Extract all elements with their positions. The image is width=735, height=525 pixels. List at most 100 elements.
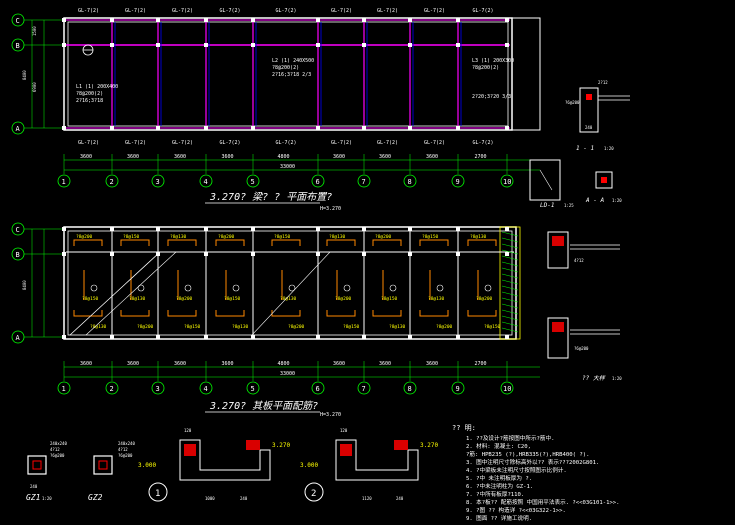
section11-title: 1 - 1 (576, 145, 594, 152)
note-line: 8. 本?板?? 配筋按照 中国用平法表示. ?<<03G101-1>>. (466, 498, 620, 506)
plan1-column (204, 43, 208, 47)
svg-text:8400: 8400 (22, 70, 27, 80)
plan1-beam-bottom-label: GL-7(2) (424, 140, 445, 146)
note-line: 5. ?中 未注明板厚为 ?. (466, 474, 532, 482)
dim-span-label: 4800 (278, 154, 290, 160)
rebar-label: ?8@150 (381, 296, 398, 302)
plan1-column (156, 18, 160, 22)
plan1-beam-top-label: GL-7(2) (473, 8, 494, 14)
svg-text:120: 120 (184, 428, 192, 433)
plan2-column (362, 252, 366, 256)
rebar-bottom (326, 310, 356, 317)
rebar-bottom (419, 310, 449, 317)
note-line: 7. ?中所有板厚?110. (466, 490, 524, 498)
plan1-column (362, 126, 366, 130)
rebar-label: ?8@130 (232, 324, 249, 330)
rebar-label: ?8@130 (470, 234, 487, 240)
plan1-column (110, 18, 114, 22)
axis-number: 8 (408, 178, 412, 186)
plan1-column (251, 18, 255, 22)
plan2-column (362, 335, 366, 339)
rebar-bottom (271, 310, 301, 317)
detail-1: 1 3.000 3.270 1000 120 240 (138, 428, 290, 502)
svg-text:240: 240 (396, 496, 404, 501)
plan1-column (505, 18, 509, 22)
column-gz2: GZ2 240x240 4?12 ?6@200 (88, 441, 135, 502)
plan2-subtitle: H=3.270 (320, 412, 341, 418)
plan2-title: 3.270? 其板平面配筋? (209, 400, 318, 412)
plan1-beam-bottom-label: GL-7(2) (78, 140, 99, 146)
svg-text:1:25: 1:25 (564, 203, 574, 208)
plan2-column (456, 335, 460, 339)
plan1-note-l2b: ?8@200(2) (272, 65, 299, 71)
plan1-beam-bottom-label: GL-7(2) (473, 140, 494, 146)
axis-number: 10 (503, 385, 511, 393)
plan1-column (408, 43, 412, 47)
dim-span-label: 3600 (80, 361, 92, 367)
plan2-column (62, 335, 66, 339)
rebar-label: ?8@130 (170, 234, 187, 240)
plan2-column (456, 227, 460, 231)
svg-text:3.000: 3.000 (138, 462, 156, 469)
rebar-label: ?8@150 (274, 234, 291, 240)
svg-text:4?12: 4?12 (118, 447, 128, 452)
plan2-column (110, 227, 114, 231)
rebar-label: ?8@200 (288, 324, 305, 330)
axis-bubble-number (403, 381, 417, 395)
axis-letter: A (16, 334, 21, 342)
rebar-top (271, 239, 301, 246)
svg-text:1500: 1500 (32, 26, 37, 36)
rebar-label: ?8@200 (76, 234, 93, 240)
rebar-label: ?8@150 (343, 324, 360, 330)
rebar-bottom (467, 310, 497, 317)
plan2-column (251, 335, 255, 339)
axis-bubble-number (105, 381, 119, 395)
svg-text:3.270: 3.270 (272, 442, 290, 449)
rebar-top (419, 239, 449, 246)
plan1-column (62, 126, 66, 130)
plan1-inner-wall (67, 21, 509, 127)
axis-number: 3 (156, 385, 160, 393)
dim-span-label: 3600 (222, 154, 234, 160)
plan1-column (251, 126, 255, 130)
plan1-column (204, 126, 208, 130)
rebar-bottom (120, 310, 150, 317)
axis-number: 1 (62, 385, 66, 393)
plan1-column (110, 43, 114, 47)
rebar-label: ?8@130 (129, 296, 146, 302)
dim-span-label: 3600 (174, 361, 186, 367)
plan2-column (316, 335, 320, 339)
axis-bubble-number (199, 174, 213, 188)
rebar-bottom (215, 310, 245, 317)
rebar-label: ?8@150 (224, 296, 241, 302)
rebar-label: ?8@150 (422, 234, 439, 240)
axis-number: 9 (456, 385, 460, 393)
plan1-column (456, 18, 460, 22)
note-line: 3. 图中注明尺寸除标高外以?? 表示???2002G801. (466, 458, 599, 466)
dim-span-label: 3600 (127, 154, 139, 160)
rebar-label: ?8@130 (428, 296, 445, 302)
plan1-beam-bottom-label: GL-7(2) (172, 140, 193, 146)
plan1-column (316, 126, 320, 130)
axis-letter: C (16, 17, 20, 25)
plan2-column (62, 227, 66, 231)
plan1-beam-bottom-label: GL-7(2) (276, 140, 297, 146)
rebar-label: ?8@130 (329, 234, 346, 240)
axis-bubble-number (151, 174, 165, 188)
rebar-label: ?8@150 (82, 296, 99, 302)
rebar-label: ?8@150 (123, 234, 140, 240)
plan-1-beam-layout: GL-7(2) GL-7(2) GL-7(2) GL-7(2) GL-7(2) GL-7(… (62, 8, 541, 212)
axis-number: 3 (156, 178, 160, 186)
rebar-label: ?8@200 (476, 296, 493, 302)
axis-letter: C (16, 226, 20, 234)
svg-text:1000: 1000 (205, 496, 215, 501)
plan1-column (251, 43, 255, 47)
axis-bubble-number (311, 174, 325, 188)
dim-span-label: 3600 (379, 361, 391, 367)
axis-bubble-number (57, 174, 71, 188)
dim-total-label: 33000 (280, 371, 295, 377)
axis-bubble-number (246, 381, 260, 395)
svg-text:1:20: 1:20 (612, 376, 622, 381)
plan2-column (110, 335, 114, 339)
svg-text:240: 240 (30, 484, 38, 489)
